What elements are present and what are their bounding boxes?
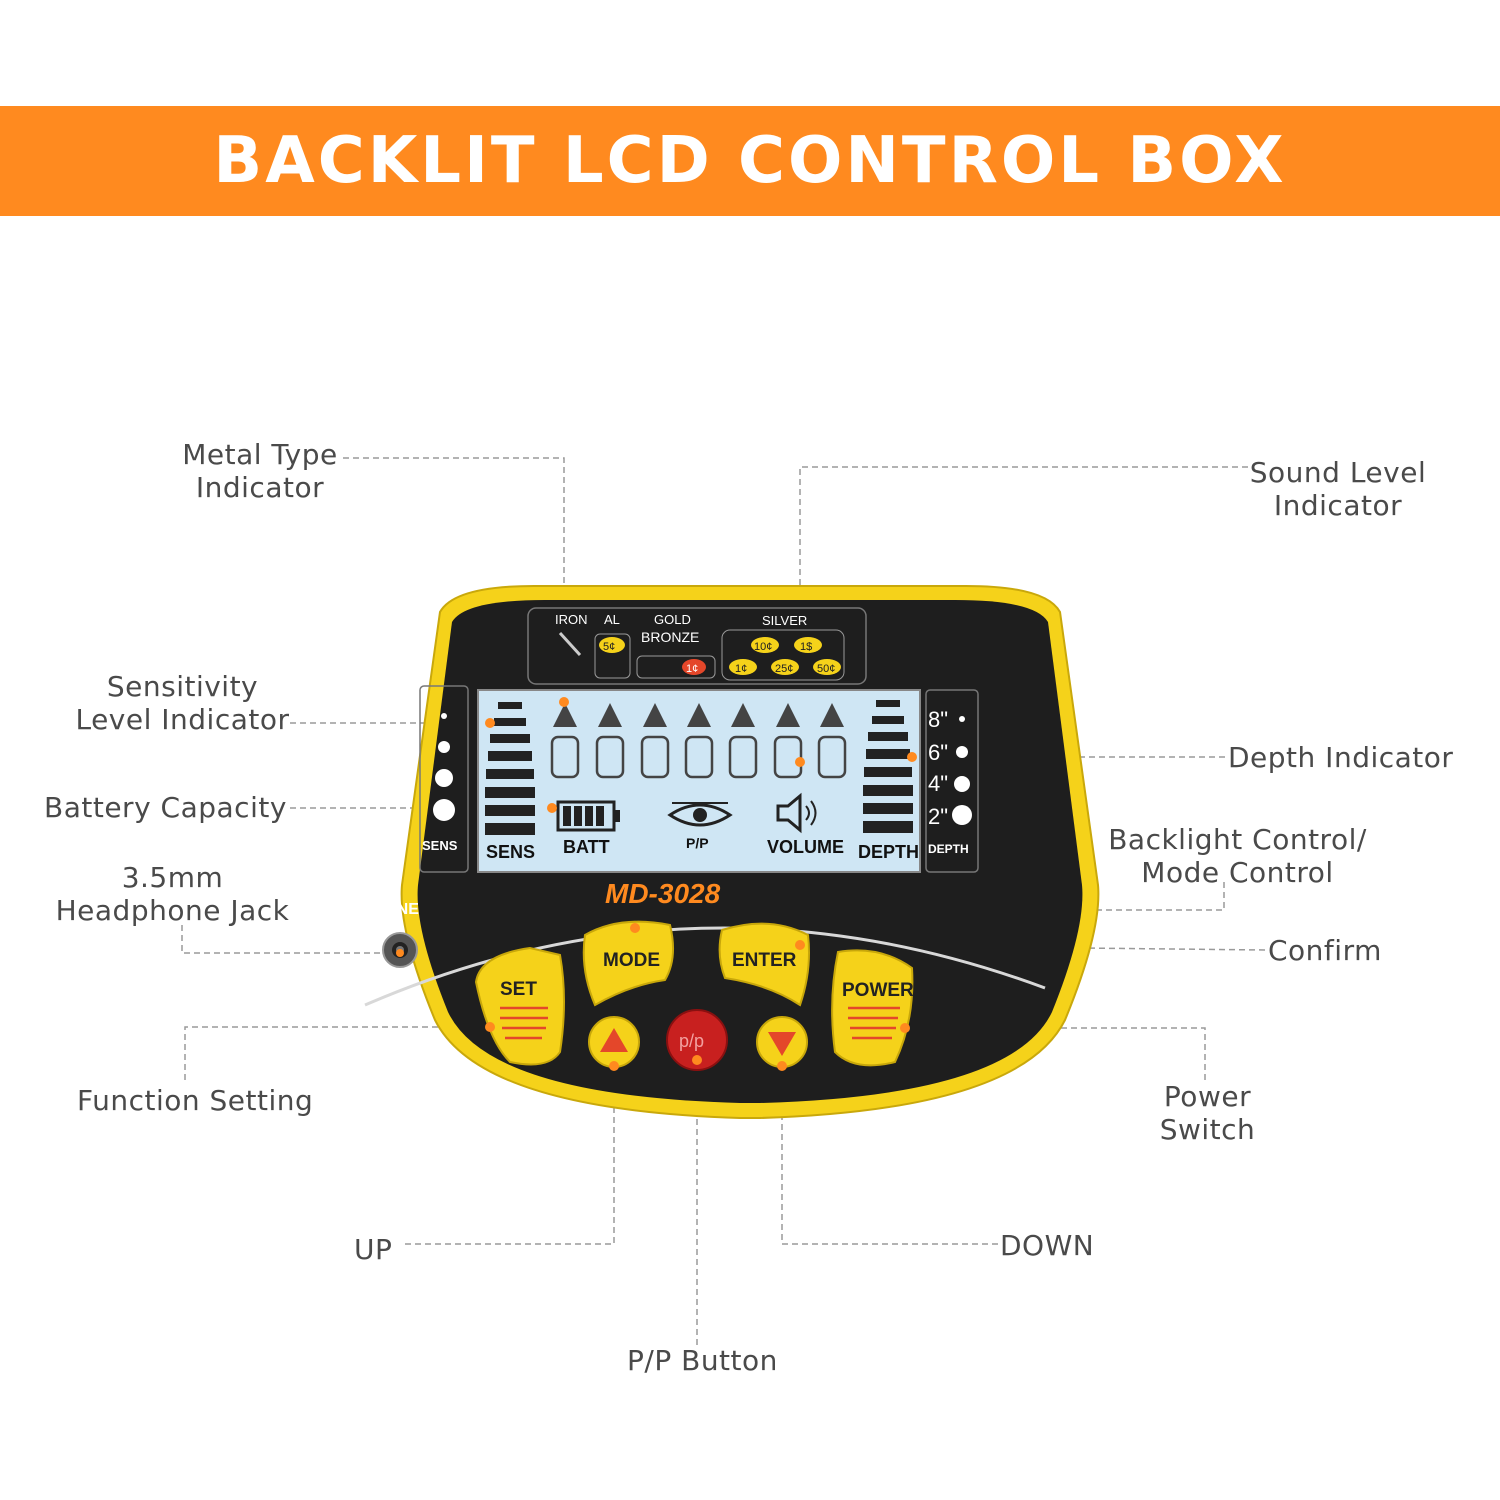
set-button-label: SET bbox=[500, 979, 537, 1000]
segment-triangle-3 bbox=[643, 703, 667, 727]
leader-function bbox=[184, 1026, 490, 1080]
power-button-label: POWER bbox=[842, 980, 914, 1001]
callout-metal-type-line2: Indicator bbox=[195, 471, 325, 504]
callout-confirm: Confirm bbox=[1268, 934, 1382, 967]
callout-battery: Battery Capacity bbox=[44, 791, 287, 824]
segment-triangle-4 bbox=[687, 703, 711, 727]
lcd-pp-label: P/P bbox=[686, 835, 709, 851]
power-button[interactable]: POWER bbox=[831, 949, 914, 1067]
callout-up: UP bbox=[354, 1233, 393, 1266]
page-title: BACKLIT LCD CONTROL BOX bbox=[213, 124, 1287, 198]
panel-arc bbox=[364, 926, 1046, 1007]
segment-triangle-6 bbox=[776, 703, 800, 727]
header-banner: BACKLIT LCD CONTROL BOX bbox=[0, 106, 1500, 216]
iron-label: IRON bbox=[555, 612, 588, 627]
coin-5c: 5¢ bbox=[603, 641, 615, 653]
callout-dots bbox=[396, 697, 917, 1071]
callout-power-switch-line2: Switch bbox=[1159, 1113, 1256, 1146]
callout-function-setting: Function Setting bbox=[77, 1084, 314, 1117]
callout-sensitivity: Sensitivity Level Indicator bbox=[70, 670, 295, 736]
callout-backlight-line1: Backlight Control/ bbox=[1108, 823, 1367, 856]
enter-button-label: ENTER bbox=[732, 950, 797, 971]
leader-headphone bbox=[181, 925, 400, 954]
depth-mark-4: 4" bbox=[928, 771, 948, 796]
down-button[interactable] bbox=[756, 1016, 808, 1068]
depth-mark-2: 2" bbox=[928, 804, 948, 829]
set-button[interactable]: SET bbox=[474, 946, 565, 1066]
callout-backlight: Backlight Control/ Mode Control bbox=[1100, 823, 1375, 889]
lcd-metal-segments bbox=[550, 703, 847, 779]
segment-triangle-5 bbox=[731, 703, 755, 727]
coin-50c: 50¢ bbox=[817, 663, 835, 675]
callout-down: DOWN bbox=[1000, 1229, 1095, 1262]
callout-headphone-line1: 3.5mm bbox=[121, 861, 224, 894]
mode-button-label: MODE bbox=[603, 950, 660, 971]
coin-1d: 1$ bbox=[800, 641, 812, 653]
callout-sound-level: Sound Level Indicator bbox=[1238, 456, 1438, 522]
lcd-screen: SENS BATT P/P VOLUME DEPTH bbox=[477, 689, 921, 873]
speaker-icon bbox=[776, 792, 817, 834]
enter-button[interactable]: ENTER bbox=[718, 922, 810, 1007]
up-button[interactable] bbox=[588, 1016, 640, 1068]
segment-triangle-2 bbox=[598, 703, 622, 727]
lcd-depth-label: DEPTH bbox=[858, 842, 919, 862]
callout-metal-type: Metal Type Indicator bbox=[170, 438, 350, 504]
callout-headphone-line2: Headphone Jack bbox=[55, 894, 290, 927]
depth-mark-8: 8" bbox=[928, 707, 948, 732]
lcd-sens-bars bbox=[485, 702, 535, 835]
depth-side-strip: 8" 6" 4" 2" DEPTH bbox=[925, 689, 979, 873]
coin-1c: 1¢ bbox=[735, 663, 747, 675]
gold-label: GOLD bbox=[654, 612, 691, 627]
lcd-batt-label: BATT bbox=[563, 837, 610, 857]
mode-button[interactable]: MODE bbox=[582, 920, 675, 1007]
up-arrow-icon bbox=[600, 1028, 628, 1052]
callout-sound-level-line2: Indicator bbox=[1273, 489, 1403, 522]
pp-button-label: p/p bbox=[679, 1031, 704, 1051]
callout-backlight-line2: Mode Control bbox=[1141, 856, 1334, 889]
model-name: MD-3028 bbox=[605, 878, 721, 909]
pp-button[interactable]: p/p bbox=[666, 1009, 728, 1071]
callout-power-switch: Power Switch bbox=[1145, 1080, 1270, 1146]
side-sens-label: SENS bbox=[422, 838, 458, 853]
coin-25c: 25¢ bbox=[775, 663, 793, 675]
lcd-sens-label: SENS bbox=[486, 842, 535, 862]
callout-power-switch-line1: Power bbox=[1163, 1080, 1252, 1113]
leader-down bbox=[781, 1068, 998, 1245]
callout-depth: Depth Indicator bbox=[1228, 741, 1454, 774]
side-depth-label: DEPTH bbox=[928, 842, 969, 856]
callout-pp-button: P/P Button bbox=[627, 1344, 778, 1377]
metal-scale-panel: IRON AL GOLD BRONZE SILVER 5¢ 1¢ 10¢ 1$ … bbox=[527, 607, 867, 685]
callout-sound-level-line1: Sound Level bbox=[1249, 456, 1427, 489]
al-label: AL bbox=[604, 612, 620, 627]
phone-label: PHONE bbox=[362, 901, 419, 918]
battery-icon bbox=[556, 800, 620, 832]
nail-icon bbox=[558, 631, 582, 657]
depth-mark-6: 6" bbox=[928, 740, 948, 765]
segment-triangle-7 bbox=[820, 703, 844, 727]
callout-headphone: 3.5mm Headphone Jack bbox=[40, 861, 305, 927]
coin-bronze-1c: 1¢ bbox=[686, 663, 698, 675]
silver-label: SILVER bbox=[762, 613, 807, 628]
callout-sensitivity-line2: Level Indicator bbox=[75, 703, 290, 736]
sens-side-strip: SENS bbox=[419, 685, 469, 873]
callout-metal-type-line1: Metal Type bbox=[182, 438, 338, 471]
bronze-label: BRONZE bbox=[641, 629, 699, 645]
eye-icon bbox=[667, 802, 733, 827]
segment-triangle-1 bbox=[553, 703, 577, 727]
lcd-volume-label: VOLUME bbox=[767, 837, 844, 857]
down-arrow-icon bbox=[768, 1032, 796, 1056]
callout-sensitivity-line1: Sensitivity bbox=[106, 670, 259, 703]
lcd-depth-bars bbox=[863, 700, 913, 833]
coin-10c: 10¢ bbox=[754, 641, 772, 653]
